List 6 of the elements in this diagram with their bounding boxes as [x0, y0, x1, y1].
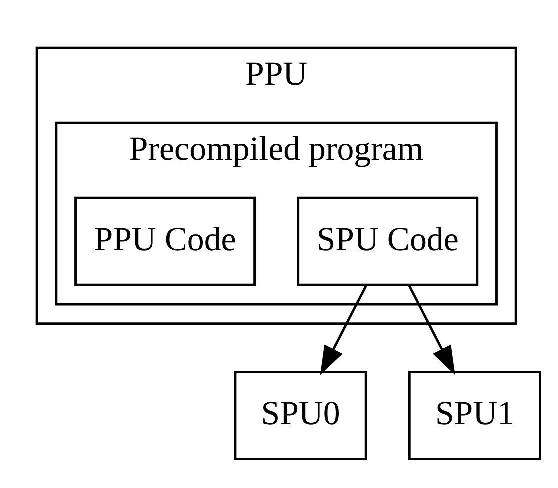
arrow	[320, 285, 368, 376]
node-box: SPU Code	[297, 196, 479, 286]
node-box: SPU0	[234, 371, 368, 461]
node-box: PPU Code	[74, 196, 256, 286]
arrow	[408, 285, 456, 376]
node-box: SPU1	[408, 371, 542, 461]
